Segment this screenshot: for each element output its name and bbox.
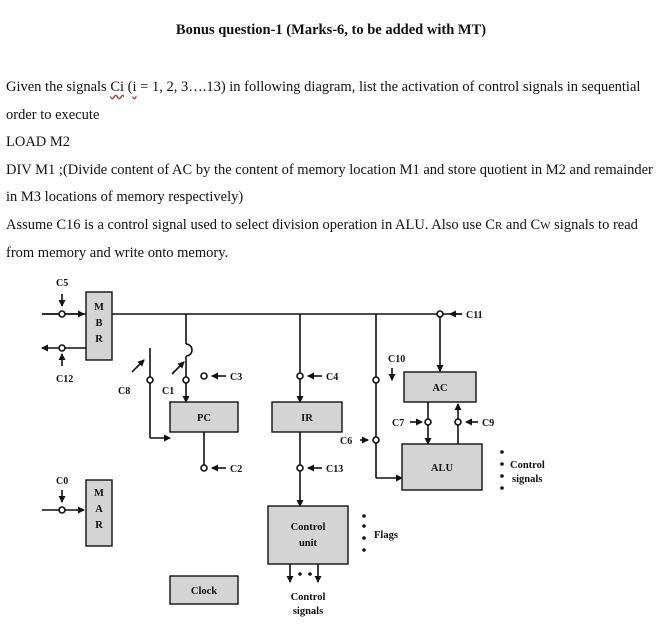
- alu-label: ALU: [431, 463, 454, 474]
- signal-c9: C9: [482, 418, 494, 429]
- control-unit: [267, 505, 349, 565]
- signal-c3: C3: [230, 372, 242, 383]
- mar-letter-3: R: [95, 520, 103, 531]
- question-line-2: LOAD M2: [6, 134, 71, 150]
- question-body: Given the signals Ci (i = 1, 2, 3….13) i…: [6, 74, 658, 268]
- signal-c5: C5: [56, 278, 68, 289]
- question-title: Bonus question-1 (Marks-6, to be added w…: [175, 22, 487, 38]
- signal-c2: C2: [230, 464, 242, 475]
- signal-c10: C10: [388, 354, 405, 365]
- signal-c0: C0: [56, 476, 68, 487]
- signal-c4: C4: [326, 372, 338, 383]
- mbr-letter-2: B: [95, 318, 102, 329]
- clock-box: [169, 575, 239, 605]
- question-line-3: DIV M1 ;(Divide content of AC by the con…: [6, 161, 653, 206]
- ac-label: AC: [432, 383, 447, 394]
- signal-c8: C8: [118, 386, 130, 397]
- ir-label: IR: [301, 413, 313, 424]
- control-unit-label-2: unit: [299, 538, 318, 549]
- pc-label: PC: [197, 413, 211, 424]
- control-unit-label-1: Control: [291, 522, 326, 533]
- mar-letter-1: M: [94, 488, 104, 499]
- signal-c1: C1: [162, 386, 174, 397]
- processor-diagram: M B R M A R PC IR AC ALU Control unit Cl…: [41, 278, 545, 617]
- mbr-letter-3: R: [95, 334, 103, 345]
- question-line-4: Assume C16 is a control signal used to s…: [6, 216, 638, 262]
- ir-register: [271, 401, 343, 433]
- signal-c6: C6: [340, 436, 352, 447]
- ac-register: [403, 371, 477, 403]
- signal-c13: C13: [326, 464, 343, 475]
- signal-c11: C11: [466, 310, 483, 321]
- question-line-1: Given the signals Ci (i = 1, 2, 3….13) i…: [6, 79, 641, 123]
- alu-unit: [401, 443, 483, 491]
- mar-letter-2: A: [95, 504, 103, 515]
- flags-label: Flags: [374, 530, 398, 541]
- control-signals-right-2: signals: [512, 474, 542, 485]
- mbr-register: [85, 291, 113, 361]
- signal-c12: C12: [56, 374, 73, 385]
- control-signals-right-1: Control: [510, 460, 545, 471]
- mar-register: [85, 479, 113, 547]
- control-signals-bottom-1: Control: [291, 592, 326, 603]
- pc-register: [169, 401, 239, 433]
- mbr-letter-1: M: [94, 302, 104, 313]
- clock-label: Clock: [191, 586, 217, 597]
- control-signals-bottom-2: signals: [293, 606, 323, 617]
- signal-c7: C7: [392, 418, 404, 429]
